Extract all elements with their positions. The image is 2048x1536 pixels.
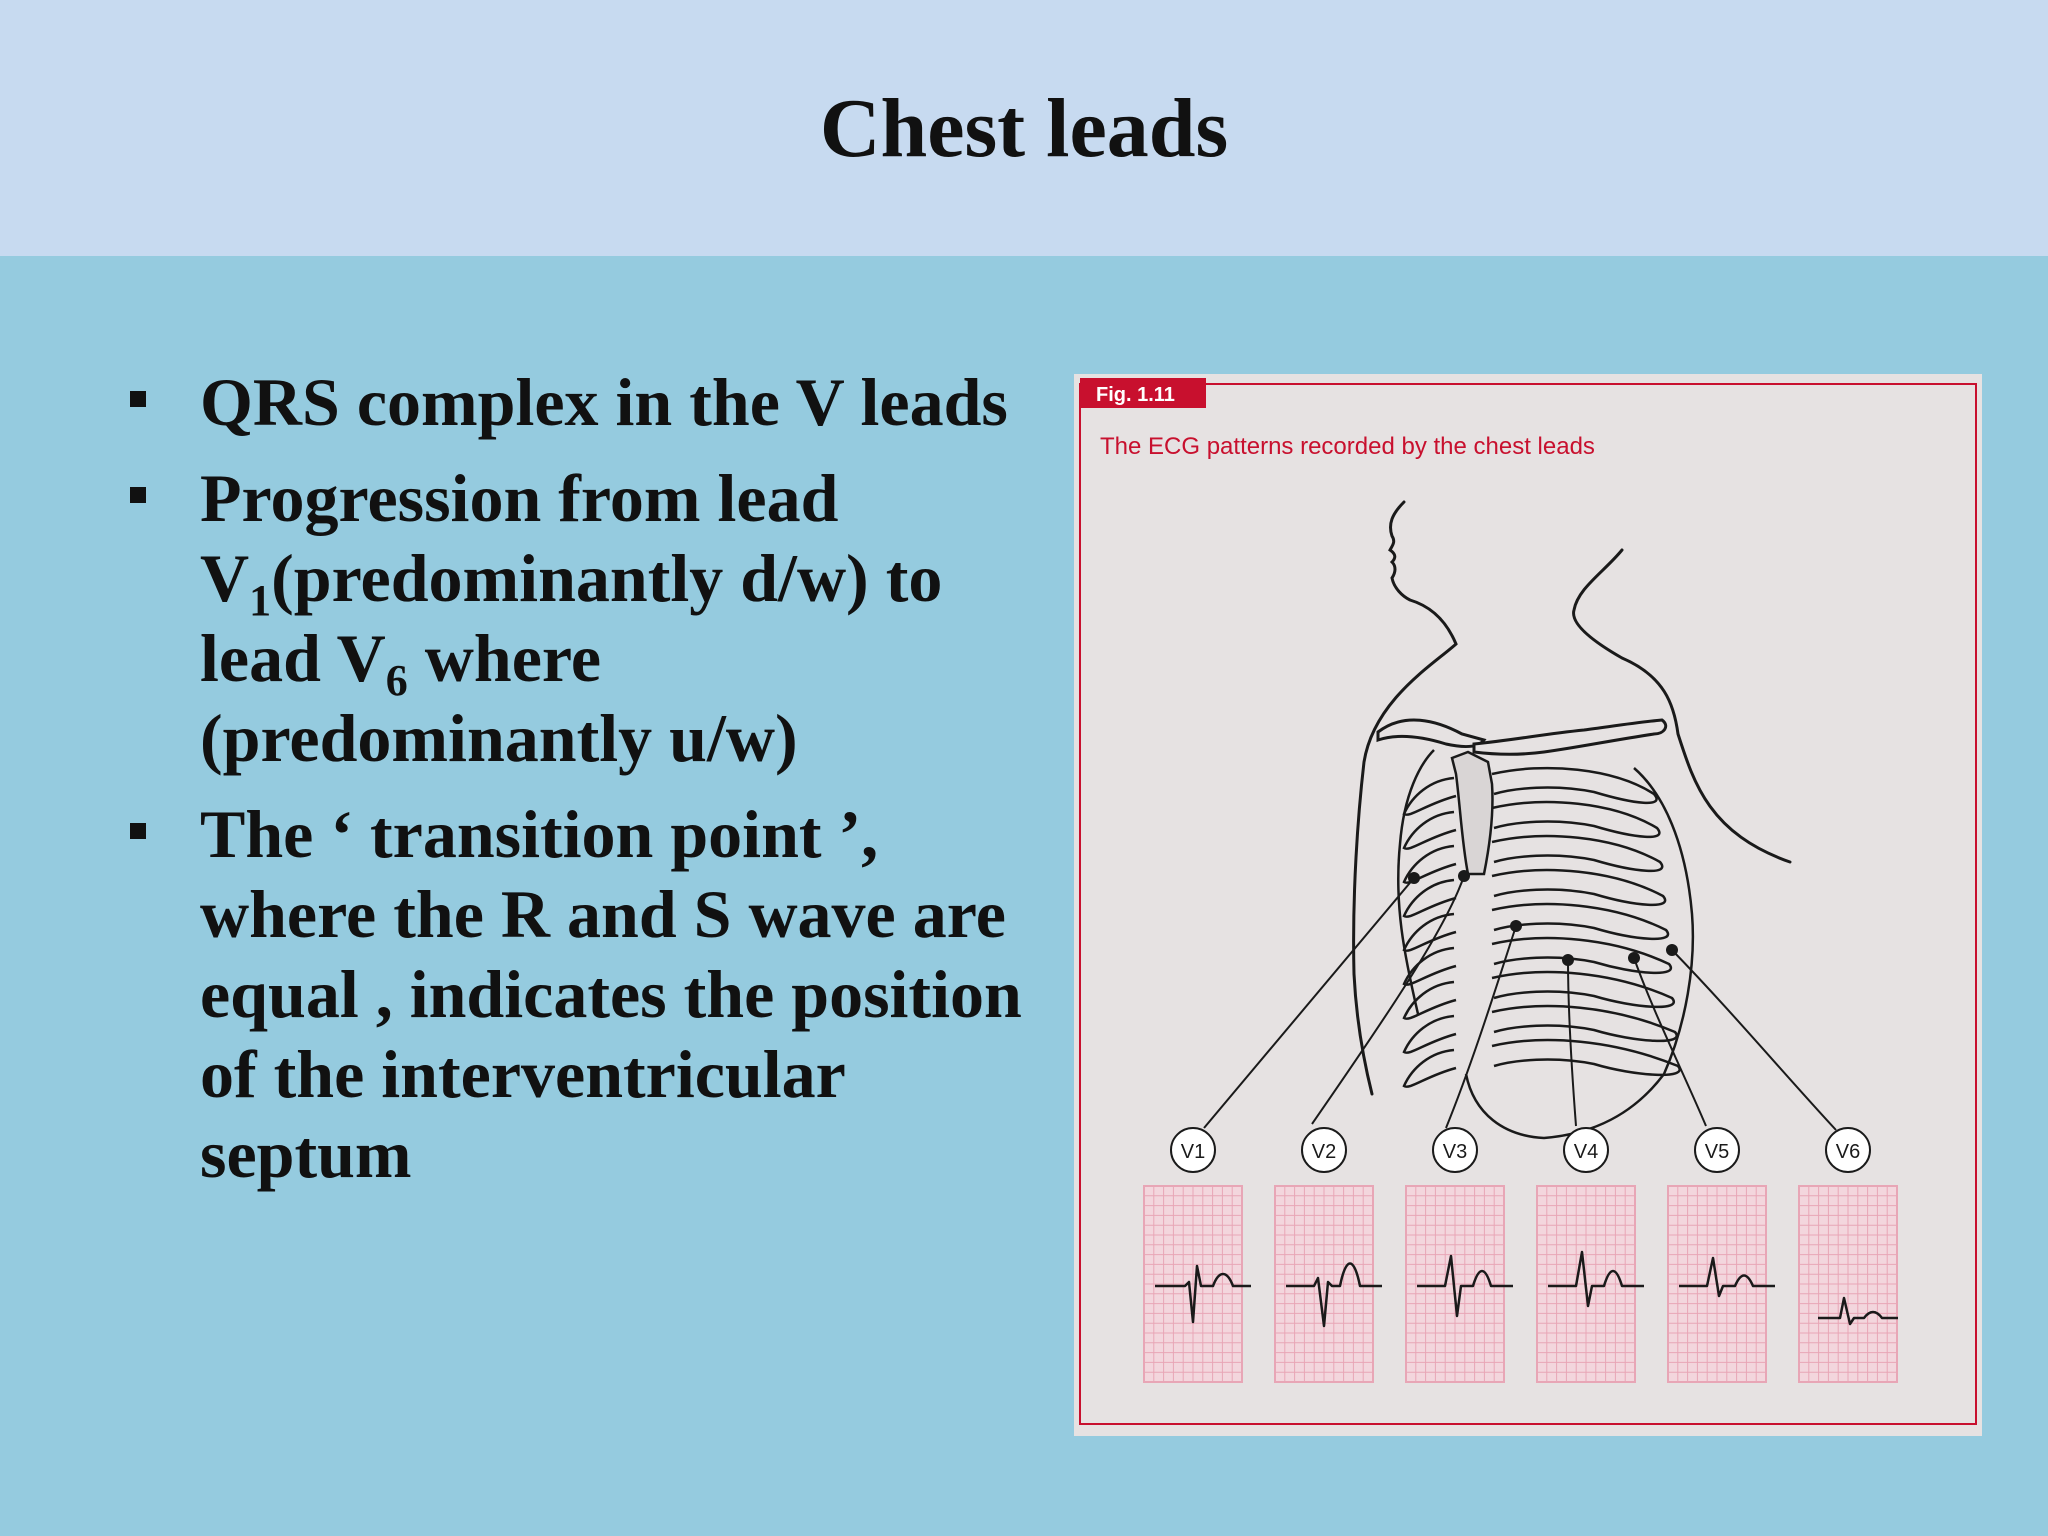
figure-caption: The ECG patterns recorded by the chest l… bbox=[1100, 433, 1595, 460]
ecg-trace-v1 bbox=[1155, 1264, 1251, 1324]
lead-label: V5 bbox=[1705, 1141, 1729, 1163]
bullet-item: The ‘ transition point ’, where the R an… bbox=[124, 794, 1024, 1194]
left-rib bbox=[1402, 1048, 1457, 1088]
electrode-v5 bbox=[1628, 952, 1640, 964]
lead-label-circle bbox=[1563, 1127, 1609, 1173]
lead-label: V4 bbox=[1574, 1141, 1598, 1163]
subscript: 1 bbox=[249, 576, 272, 625]
wire-v1 bbox=[1203, 877, 1415, 1129]
lead-panel-v1: V1 bbox=[1143, 1127, 1251, 1383]
right-rib bbox=[1491, 868, 1667, 907]
bullet-item: QRS complex in the V leads bbox=[124, 362, 1024, 442]
title-bar: Chest leads bbox=[0, 0, 2048, 256]
lead-label: V1 bbox=[1181, 1141, 1205, 1163]
electrodes bbox=[1408, 870, 1678, 966]
lead-label-circle bbox=[1432, 1127, 1478, 1173]
clavicles bbox=[1376, 718, 1668, 756]
figure-tag: Fig. 1.11 bbox=[1096, 384, 1175, 406]
wire-v2 bbox=[1311, 875, 1465, 1125]
left-rib bbox=[1402, 878, 1457, 918]
lead-label-circle bbox=[1301, 1127, 1347, 1173]
right-rib bbox=[1491, 970, 1676, 1009]
bullet-text-part: (predominantly d/w) to lead V bbox=[200, 540, 943, 696]
lead-label: V6 bbox=[1836, 1141, 1860, 1163]
slide-title: Chest leads bbox=[819, 82, 1229, 175]
right-rib bbox=[1491, 1004, 1678, 1043]
electrode-v2 bbox=[1458, 870, 1470, 882]
electrode-v1 bbox=[1408, 872, 1420, 884]
left-rib bbox=[1402, 980, 1457, 1020]
figure-border bbox=[1079, 383, 1977, 1425]
lead-panel-v6: V6 bbox=[1798, 1127, 1898, 1383]
bullet-text-part: where (predominantly u/w) bbox=[200, 620, 798, 776]
ecg-trace-v2 bbox=[1286, 1262, 1382, 1328]
torso-illustration bbox=[1352, 500, 1792, 1096]
wire-v4 bbox=[1567, 959, 1577, 1127]
bullet-marker-icon bbox=[130, 487, 146, 503]
bullet-marker-icon bbox=[130, 391, 146, 407]
ecg-trace-v6 bbox=[1818, 1296, 1898, 1326]
lead-panel-v5: V5 bbox=[1667, 1127, 1775, 1383]
wire-v3 bbox=[1445, 925, 1517, 1129]
left-rib bbox=[1402, 810, 1457, 850]
wire-v5 bbox=[1633, 957, 1707, 1127]
left-rib bbox=[1402, 776, 1457, 816]
ecg-figure: Fig. 1.11 The ECG patterns recorded by t… bbox=[1074, 374, 1982, 1436]
lead-label: V2 bbox=[1312, 1141, 1336, 1163]
lead-label-circle bbox=[1170, 1127, 1216, 1173]
right-rib bbox=[1491, 766, 1658, 805]
right-rib bbox=[1491, 902, 1670, 941]
rib-cage-left-edge bbox=[1396, 749, 1435, 1015]
right-rib bbox=[1491, 800, 1661, 839]
sternum bbox=[1450, 750, 1494, 876]
lead-panel-v3: V3 bbox=[1405, 1127, 1513, 1383]
lead-panel-v2: V2 bbox=[1274, 1127, 1382, 1383]
subscript: 6 bbox=[385, 656, 408, 705]
lead-panels: V1 V2 V3 V4 V5 V6 bbox=[1143, 1127, 1898, 1383]
ecg-trace-v5 bbox=[1679, 1256, 1775, 1298]
right-clavicle bbox=[1472, 718, 1668, 756]
lead-label-circle bbox=[1825, 1127, 1871, 1173]
electrode-v6 bbox=[1666, 944, 1678, 956]
bullet-marker-icon bbox=[130, 823, 146, 839]
ecg-trace-v3 bbox=[1417, 1254, 1513, 1318]
bullet-text: The ‘ transition point ’, where the R an… bbox=[200, 796, 1022, 1192]
torso-left-outline bbox=[1352, 500, 1458, 1096]
left-rib bbox=[1402, 946, 1457, 986]
bullet-item: Progression from lead V1(predominantly d… bbox=[124, 458, 1024, 778]
electrode-wires bbox=[1203, 875, 1837, 1131]
right-rib bbox=[1491, 1038, 1681, 1077]
right-rib bbox=[1491, 936, 1673, 975]
bullet-text: QRS complex in the V leads bbox=[200, 364, 1008, 440]
bullet-text-part: Progression from lead V bbox=[200, 460, 839, 616]
lead-panel-v4: V4 bbox=[1536, 1127, 1644, 1383]
electrode-v4 bbox=[1562, 954, 1574, 966]
lead-label: V3 bbox=[1443, 1141, 1467, 1163]
left-rib bbox=[1402, 844, 1457, 884]
rib-cage bbox=[1396, 749, 1695, 1140]
figure-tag-box bbox=[1080, 378, 1206, 408]
electrode-v3 bbox=[1510, 920, 1522, 932]
bullet-list: QRS complex in the V leads Progression f… bbox=[124, 362, 1024, 1210]
left-clavicle bbox=[1376, 718, 1487, 749]
ecg-figure-svg: Fig. 1.11 The ECG patterns recorded by t… bbox=[1079, 378, 1977, 1425]
left-rib bbox=[1402, 1014, 1457, 1054]
ecg-trace-v4 bbox=[1548, 1250, 1644, 1308]
torso-right-outline bbox=[1572, 548, 1792, 864]
right-rib bbox=[1491, 834, 1664, 873]
lead-label-circle bbox=[1694, 1127, 1740, 1173]
wire-v6 bbox=[1671, 949, 1837, 1131]
